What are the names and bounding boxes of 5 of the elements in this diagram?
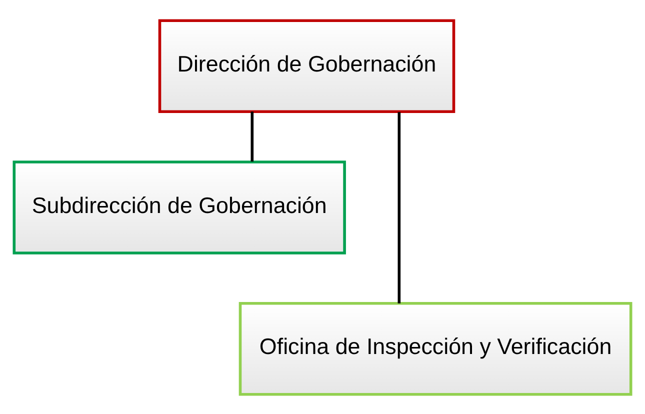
connector xyxy=(250,111,254,162)
node-box: Subdirección de Gobernación xyxy=(12,160,346,254)
connector xyxy=(398,112,401,303)
node-box: Dirección de Gobernación xyxy=(158,18,456,112)
node-box: Oficina de Inspección y Verificación xyxy=(238,302,632,396)
